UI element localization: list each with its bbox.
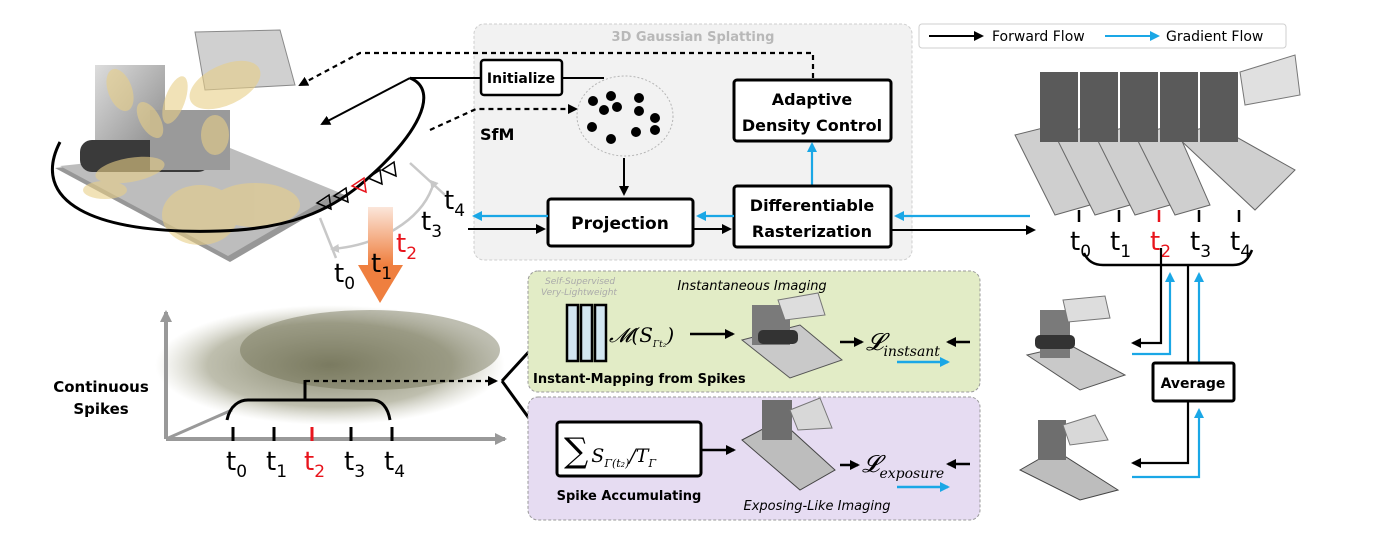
instant-panel-title: Instantaneous Imaging [677,279,826,294]
render-time-t3: t3 [1190,227,1211,262]
spike-time-t0: t0 [226,447,247,482]
instant-target-image [1025,295,1127,391]
adaptive-density-control-box [732,78,893,143]
initialize-arrow [320,77,411,125]
sfm-point-cloud [576,75,674,157]
panel-title: 3D Gaussian Splatting [612,30,775,45]
spike-accumulating-caption: Spike Accumulating [557,489,702,504]
legend-forward-label: Forward Flow [992,29,1085,45]
gaussian-splatting-panel: 3D Gaussian Splatting Initialize SfM Ada… [298,23,1036,261]
exposure-panel-title: Exposing-Like Imaging [743,499,890,514]
scene-with-gaussians: t0 t1 t2 t3 t4 [50,29,465,303]
scene-time-t4: t4 [444,186,465,221]
exposure-render-image [741,397,836,491]
network-layers-icon [565,303,608,363]
mapping-formula: 𝓜(SΓt₂) [609,323,674,350]
spike-stream: Continuous Spikes t0 t1 t2 t3 t4 [53,305,560,482]
scene-time-t0: t0 [334,259,355,294]
scene-time-t2: t2 [396,229,417,264]
exposure-imaging-panel: ∑SΓ(t₂)/TΓ Spike Accumulating Exposing-L… [527,396,1120,521]
instant-imaging-panel: Self-Supervised Very-Lightweight Instant… [527,270,1127,393]
projection-box [546,197,695,248]
network-note-line2: Very-Lightweight [541,288,617,298]
down-arrow-icon [358,265,403,303]
spikes-label-line1: Continuous [53,378,149,396]
densify-feedback-arrow [298,51,815,86]
spike-time-t1: t1 [266,447,287,482]
render-time-t0: t0 [1070,227,1091,262]
adaptive-label-line1: Adaptive [772,90,853,109]
rasterization-label-line2: Rasterization [752,222,872,241]
sfm-points [587,91,660,144]
render-time-t2: t2 [1150,227,1171,262]
average-box [1151,361,1236,403]
sfm-label: SfM [480,125,514,144]
scene-time-t1: t1 [371,249,392,284]
initialize-label: Initialize [487,71,555,87]
z-axis [165,408,233,441]
sfm-arrow [429,104,578,132]
spike-time-t3: t3 [344,447,365,482]
spike-time-t4: t4 [384,447,405,482]
exposure-formula: ∑SΓ(t₂)/TΓ [564,431,656,471]
adaptive-label-line2: Density Control [742,116,882,135]
network-note-line1: Self-Supervised [545,277,615,287]
scene-time-t3: t3 [421,207,442,242]
rendered-views: t0 t1 t2 t3 t4 Average [1014,54,1301,479]
exposure-target-image [1018,414,1120,501]
render-time-t4: t4 [1230,227,1251,262]
projection-label: Projection [571,214,669,234]
legend-gradient-label: Gradient Flow [1166,29,1263,45]
spike-time-t2: t2 [304,447,325,482]
rasterization-label-line1: Differentiable [750,196,875,215]
instant-mapping-caption: Instant-Mapping from Spikes [533,372,746,387]
legend: Forward Flow Gradient Flow [918,23,1287,49]
instant-render-image [740,292,844,379]
average-label: Average [1161,376,1226,392]
render-time-t1: t1 [1110,227,1131,262]
spikes-label-line2: Spikes [73,400,128,418]
